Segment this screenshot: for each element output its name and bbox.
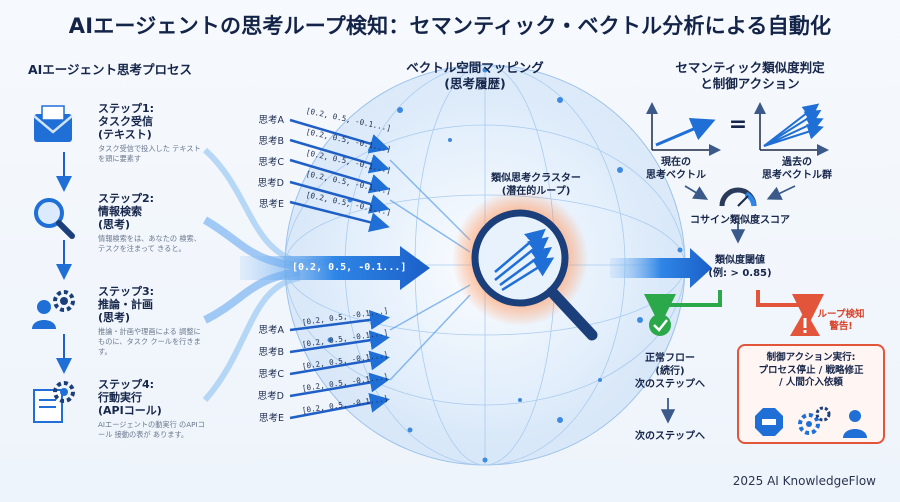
- cosine-score-label: コサイン類似度スコア: [690, 215, 790, 226]
- middle-section-heading: ベクトル空間マッピング (思考履歴): [406, 60, 544, 91]
- thought-top-c: 思考C: [258, 157, 284, 168]
- action-gear-icon: [33, 381, 75, 423]
- normal-flow-label: 正常フロー (続行) 次のステップへ: [635, 353, 705, 390]
- step-2-title: ステップ2: 情報検索 (思考): [98, 192, 155, 231]
- step-1: ステップ1: タスク受信 (テキスト) タスク受信で投入した テキストを頭に要素…: [14, 102, 214, 182]
- cluster-label: 類似思考クラスター (潜在的ループ): [491, 173, 581, 197]
- thought-bottom-e: 思考E: [258, 413, 284, 424]
- thought-flow-stream: [202, 147, 430, 403]
- normal-branch-arrow: [644, 290, 722, 326]
- warning-branch-arrow: [756, 290, 824, 326]
- gears-icon: [798, 406, 831, 435]
- step-2-desc: 情報検索をは、あなたの 検索、テスクを注まって きると。: [98, 234, 201, 253]
- main-vector-label: [0.2, 0.5, -0.1...]: [292, 262, 407, 273]
- threshold-label: 類似度閾値 (例: > 0.85): [708, 255, 772, 279]
- control-action-box: 制御アクション実行: プロセス停止 / 戦略修正 / 人間介入依頼: [737, 344, 885, 444]
- envelope-icon: [33, 105, 73, 142]
- step-4-desc: AIエージェントの動実行 のAPIコール 接動の表が あります。: [98, 420, 205, 439]
- step-3-title: ステップ3: 推論・計画 (思考): [98, 285, 155, 324]
- step-1-desc: タスク受信で投入した テキストを頭に要素す: [98, 144, 201, 163]
- step-1-title: ステップ1: タスク受信 (テキスト): [98, 102, 155, 141]
- to-threshold-arrow: [610, 248, 712, 288]
- thought-bottom-d: 思考D: [257, 391, 284, 402]
- magnifier-icon: [34, 198, 75, 239]
- thought-top-b: 思考B: [258, 136, 284, 147]
- control-action-label: 制御アクション実行: プロセス停止 / 戦略修正 / 人間介入依頼: [758, 352, 864, 388]
- step-3: ステップ3: 推論・計画 (思考) 推論・計画や理画による 調整にものに、タスク…: [14, 285, 214, 365]
- person-gear-icon: [32, 290, 75, 329]
- current-vector-graph-icon: [646, 102, 721, 156]
- cluster-magnifier-icon: [452, 190, 598, 341]
- page-title: AIエージェントの思考ループ検知：セマンティック・ベクトル分析による自動化: [68, 14, 832, 38]
- thought-top-d: 思考D: [257, 178, 284, 189]
- control-action-icons: [755, 406, 867, 438]
- thought-bottom-a: 思考A: [258, 325, 285, 336]
- step-3-desc: 推論・計画や理画による 調整にものに、タスク クールを行きます。: [98, 327, 201, 356]
- past-vectors-graph-icon: [754, 102, 829, 156]
- footer-credit: 2025 AI KnowledgeFlow: [732, 474, 876, 488]
- similarity-gauge-icon: [719, 187, 757, 207]
- left-section-heading: AIエージェント思考プロセス: [27, 62, 193, 77]
- human-icon: [843, 410, 867, 438]
- step-4-title: ステップ4: 行動実行 (APIコール): [98, 378, 162, 417]
- right-section-heading: セマンティック類似度判定 と制御アクション: [675, 60, 825, 91]
- past-vectors-label: 過去の 思考ベクトル群: [762, 157, 832, 181]
- loop-warning-label: ループ検知 警告!: [817, 309, 865, 332]
- step-2: ステップ2: 情報検索 (思考) 情報検索をは、あなたの 検索、テスクを注まって…: [14, 192, 214, 272]
- ok-check-icon: [649, 314, 671, 336]
- thought-bottom-b: 思考B: [258, 347, 284, 358]
- warning-triangle-icon: [790, 310, 820, 336]
- current-vector-label: 現在の 思考ベクトル: [646, 157, 706, 181]
- next-step-label: 次のステップへ: [635, 431, 705, 442]
- thought-bottom-c: 思考C: [258, 369, 284, 380]
- stop-icon: [755, 408, 783, 436]
- thought-top-a: 思考A: [258, 115, 285, 126]
- step-4: ステップ4: 行動実行 (APIコール) AIエージェントの動実行 のAPIコー…: [14, 378, 214, 458]
- equals-sign: =: [728, 112, 748, 137]
- thought-top-e: 思考E: [258, 199, 284, 210]
